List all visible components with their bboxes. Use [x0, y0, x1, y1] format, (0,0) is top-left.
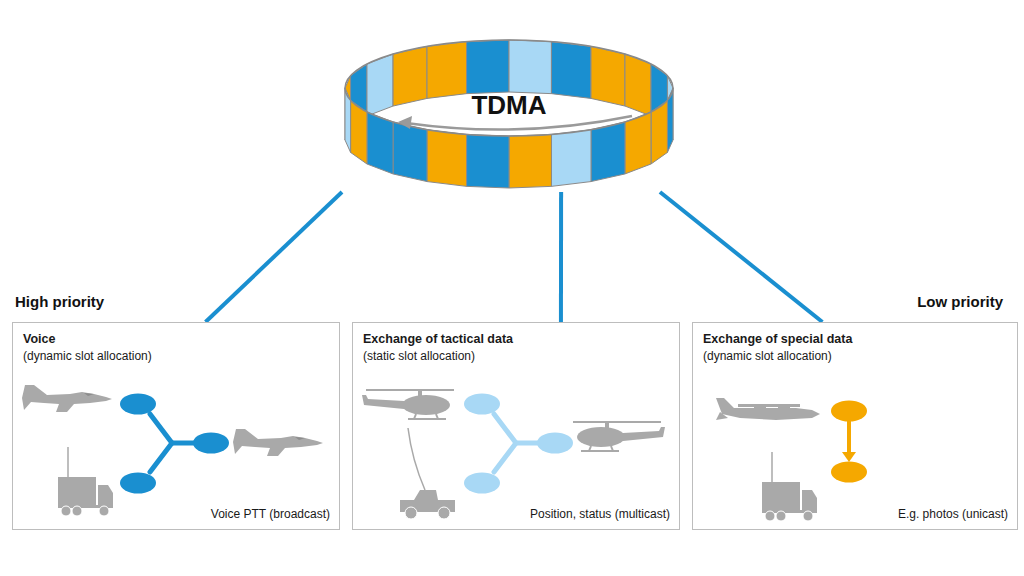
category-panel: Exchange of tactical data (static slot al… [352, 322, 680, 530]
time-slot [467, 40, 509, 94]
slot-link [559, 192, 563, 322]
time-slot [467, 134, 509, 188]
slot-link [206, 192, 342, 322]
tdma-ring-node: TDMA [342, 38, 676, 192]
time-slot [591, 46, 625, 106]
time-slot [551, 42, 591, 99]
time-slot [509, 40, 551, 94]
panel-subheading: (dynamic slot allocation) [23, 349, 152, 363]
ring-rim [345, 40, 673, 136]
panel-caption: E.g. photos (unicast) [898, 507, 1008, 521]
time-slot [427, 42, 467, 99]
panel-caption: Voice PTT (broadcast) [211, 507, 330, 521]
panel-subheading: (dynamic slot allocation) [703, 349, 832, 363]
time-slot [591, 122, 625, 182]
panel-caption: Position, status (multicast) [530, 507, 670, 521]
category-panel: Exchange of special data (dynamic slot al… [692, 322, 1018, 530]
time-slot [551, 130, 591, 187]
slot-link [660, 192, 822, 322]
panel-subheading: (static slot allocation) [363, 349, 475, 363]
rotation-arrow-head [398, 116, 412, 129]
priority-label: Low priority [917, 293, 1003, 310]
ring-title: TDMA [342, 90, 676, 120]
panel-heading: Exchange of special data [703, 332, 852, 346]
time-slot [393, 122, 427, 182]
priority-label: High priority [15, 293, 104, 310]
category-panel: Voice (dynamic slot allocation) Voice PTT … [12, 322, 340, 530]
time-slot [427, 130, 467, 187]
time-slot [393, 46, 427, 106]
panel-heading: Voice [23, 332, 55, 346]
time-slot [625, 54, 651, 116]
panel-heading: Exchange of tactical data [363, 332, 513, 346]
time-slot [367, 54, 393, 116]
time-slot [509, 134, 551, 188]
